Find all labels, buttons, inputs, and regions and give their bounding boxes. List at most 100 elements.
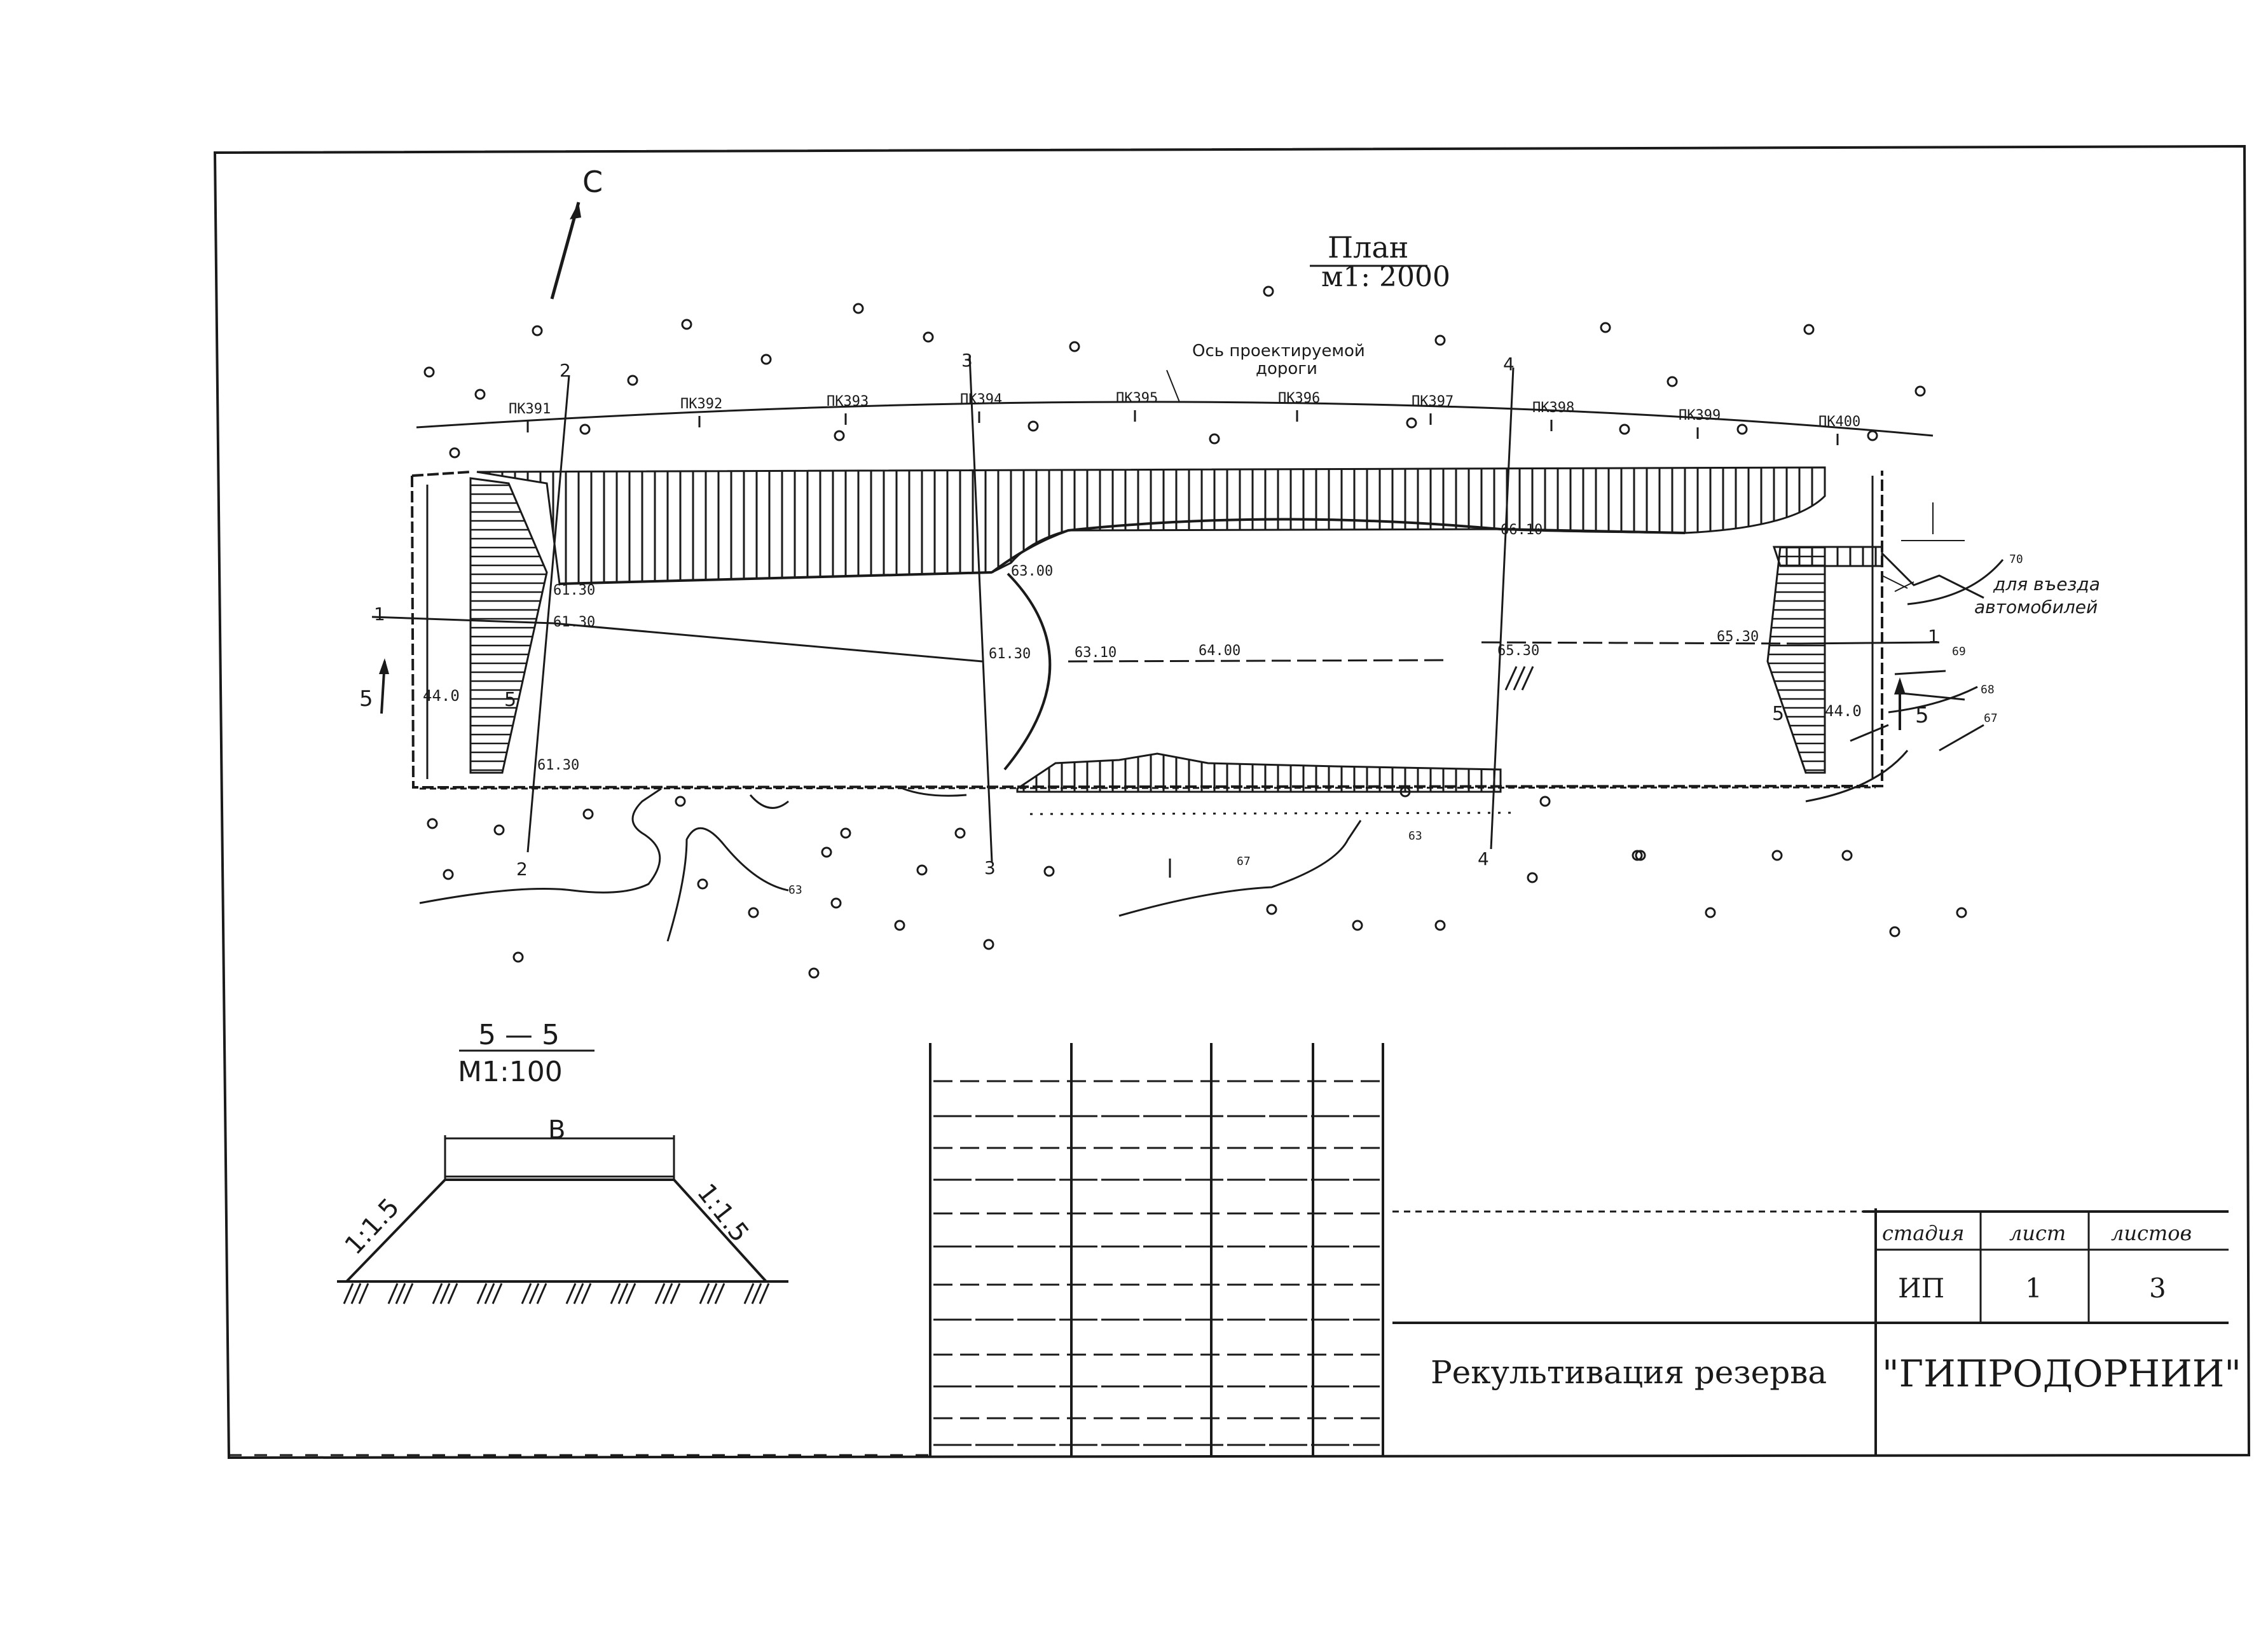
- picket-label: ПК395: [1116, 390, 1158, 406]
- picket-label: ПК394: [960, 392, 1002, 408]
- survey-point: [423, 366, 435, 378]
- picket-label: ПК399: [1679, 408, 1721, 424]
- survey-point: [532, 325, 543, 336]
- sheet-frame: [213, 144, 2251, 1460]
- contour-lines: 63 63 67 68 69 70 67: [419, 553, 2023, 942]
- project-title: Рекультивация резерва: [1431, 1354, 1827, 1391]
- elevation-label: 61.30: [989, 646, 1031, 662]
- ground-hatch-line: [706, 1283, 718, 1304]
- survey-point: [1667, 376, 1678, 387]
- section-55-scale: М1:100: [458, 1056, 563, 1088]
- survey-point: [1632, 850, 1643, 861]
- section-mark-1-left: 1: [374, 604, 385, 625]
- ground-hatch-line: [617, 1283, 629, 1304]
- cross-section-lines: 2 2 3 3 4 4: [516, 350, 1515, 880]
- arc-feature: [1003, 572, 1052, 771]
- ground-hatch-line: [573, 1283, 584, 1304]
- ground-hatch-line: [581, 1283, 592, 1304]
- ground-hatch-line: [743, 1283, 755, 1304]
- section-55-width: В: [548, 1115, 565, 1145]
- contour-label: 63: [788, 883, 802, 897]
- section-55-title: 5 — 5: [478, 1019, 560, 1051]
- survey-point: [853, 303, 864, 314]
- right-slope-wedge: [1766, 546, 1883, 774]
- survey-point: [916, 864, 928, 876]
- picket-label: ПК400: [1818, 414, 1860, 430]
- ground-hatch-line: [350, 1283, 362, 1304]
- ground-hatch-line: [484, 1283, 495, 1304]
- survey-point: [834, 430, 845, 441]
- survey-point: [954, 827, 966, 839]
- elevation-label: 64.00: [1199, 643, 1241, 659]
- section-mark-5-left: 5: [359, 686, 373, 712]
- survey-point: [894, 920, 905, 931]
- survey-point: [1434, 920, 1446, 931]
- ground-hatch-line: [625, 1283, 636, 1304]
- slope-right: 1:1.5: [691, 1178, 754, 1248]
- ground-hatch-line: [528, 1283, 540, 1304]
- picket-label: ПК396: [1278, 390, 1320, 406]
- ground-hatch-line: [387, 1283, 399, 1304]
- survey-point: [1043, 866, 1055, 877]
- north-label: С: [582, 165, 603, 199]
- survey-point: [1069, 341, 1080, 352]
- ground-hatch-line: [343, 1283, 354, 1304]
- stage-value: ИП: [1898, 1273, 1944, 1304]
- contour-label: 69: [1952, 645, 1966, 658]
- survey-point: [1803, 324, 1815, 335]
- plan-title-block: План м1: 2000: [1310, 230, 1450, 293]
- survey-point: [1434, 335, 1446, 346]
- title-block: стадия лист листов ИП 1 3 Рекультивация …: [1392, 1208, 2241, 1455]
- elevation-label: 61.30: [553, 614, 595, 630]
- ground-hatch-line: [714, 1283, 725, 1304]
- survey-point: [1406, 417, 1417, 429]
- north-arrow: С: [550, 165, 603, 300]
- stage-header: стадия: [1882, 1221, 1964, 1245]
- section-3-bottom: 3: [984, 857, 996, 878]
- sheet-value: 1: [2025, 1273, 2042, 1304]
- section-4-bottom: 4: [1478, 848, 1489, 869]
- survey-point: [474, 389, 486, 400]
- survey-point: [1956, 907, 1967, 918]
- survey-point: [1027, 420, 1039, 432]
- survey-point: [1635, 850, 1646, 861]
- section-mark-5-right: 5: [1915, 703, 1929, 728]
- survey-point: [840, 827, 851, 839]
- elevation-labels: 61.30 61.30 61.30 61.30 63.10 64.00 65.3…: [537, 522, 1759, 773]
- survey-point: [697, 878, 708, 890]
- section-3-top: 3: [961, 350, 973, 371]
- contour-label: 70: [2009, 553, 2023, 566]
- survey-point: [512, 951, 524, 963]
- dim-left: 44.0: [423, 687, 460, 705]
- survey-point: [627, 375, 638, 386]
- elevation-label: 61.30: [553, 583, 595, 598]
- elevation-label: 63.10: [1075, 645, 1117, 661]
- survey-point: [1263, 286, 1274, 297]
- survey-point: [760, 354, 772, 365]
- contour-label: 68: [1981, 683, 1995, 696]
- ground-hatch-line: [432, 1283, 443, 1304]
- survey-point: [1705, 907, 1716, 918]
- ground-hatch-line: [439, 1283, 451, 1304]
- ground-hatch-line: [447, 1283, 458, 1304]
- organization-name: "ГИПРОДОРНИИ": [1882, 1352, 2241, 1395]
- ground-hatch-line: [565, 1283, 577, 1304]
- survey-point: [1209, 433, 1220, 445]
- survey-point: [1867, 430, 1878, 441]
- section-2-top: 2: [560, 360, 571, 381]
- survey-point: [1266, 904, 1277, 915]
- survey-point: [748, 907, 759, 918]
- bottom-slope-band: [419, 752, 1876, 815]
- survey-point: [1600, 322, 1611, 333]
- section-mark-1-right: 1: [1928, 626, 1939, 647]
- ground-hatch-line: [670, 1283, 681, 1304]
- section-mark-5-left-inner: 5: [504, 689, 516, 711]
- section-2-bottom: 2: [516, 859, 528, 880]
- revision-table: [229, 1043, 1384, 1456]
- ground-hatch-line: [751, 1283, 762, 1304]
- picket-label: ПК397: [1412, 394, 1454, 410]
- survey-point: [1736, 424, 1748, 435]
- elevation-label: 65.30: [1497, 643, 1539, 659]
- survey-point: [449, 447, 460, 459]
